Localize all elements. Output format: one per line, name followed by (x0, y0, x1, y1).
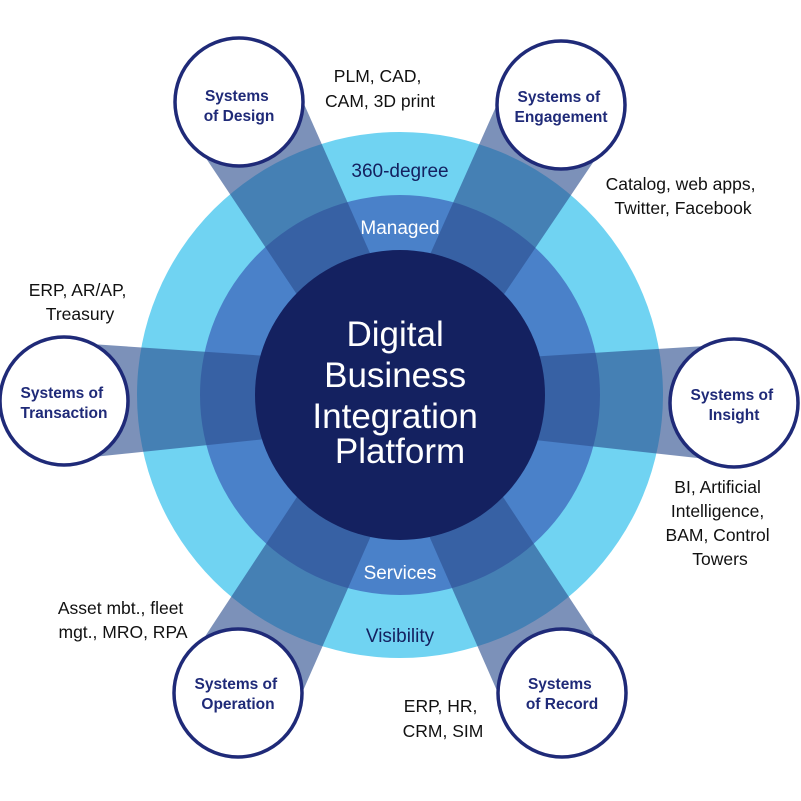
svg-text:Systems of Operation: Systems of Operation (194, 676, 281, 713)
node-systems-of-record: Systems of Record (496, 627, 628, 759)
middle-ring-bottom-label: Services (364, 563, 437, 584)
node-title-line: of Record (526, 696, 598, 713)
center-title-line-4: Platform (335, 432, 465, 471)
annotation-systems-of-record: ERP, HR, CRM, SIM (403, 696, 484, 741)
node-title-line: Operation (201, 696, 274, 713)
node-title-line: Systems of (517, 89, 601, 106)
node-title-line: Engagement (514, 109, 607, 126)
node-title-line: Systems of (194, 676, 278, 693)
svg-text:Systems of Design: Systems of Design (204, 88, 275, 125)
node-circle (173, 36, 305, 168)
outer-ring-top-label: 360-degree (351, 161, 448, 182)
svg-text:Systems of Engagement: Systems of Engagement (514, 89, 607, 126)
node-systems-of-design: Systems of Design (173, 36, 305, 168)
node-systems-of-transaction: Systems of Transaction (0, 335, 130, 467)
center-title-line-2: Business (324, 356, 466, 395)
annotation-systems-of-engagement: Catalog, web apps, Twitter, Facebook (606, 174, 761, 218)
node-systems-of-insight: Systems of Insight (668, 337, 800, 469)
node-title-line: Insight (709, 407, 760, 424)
node-title-line: Transaction (21, 405, 108, 422)
annotation-systems-of-design: PLM, CAD, CAM, 3D print (325, 66, 435, 111)
center-title: Digital Business Integration Platform (312, 315, 487, 471)
center-disc (255, 250, 545, 540)
node-title-line: Systems of (690, 387, 774, 404)
svg-text:Systems of Insight: Systems of Insight (690, 387, 777, 424)
node-circle (172, 627, 304, 759)
center-title-line-3: Integration (312, 397, 477, 436)
node-systems-of-engagement: Systems of Engagement (495, 39, 627, 171)
outer-ring-bottom-label: Visibility (366, 626, 435, 647)
node-circle (0, 335, 130, 467)
node-circle (668, 337, 800, 469)
node-title-line: Systems (205, 88, 269, 105)
node-circle (495, 39, 627, 171)
annotation-systems-of-transaction: ERP, AR/AP, Treasury (29, 280, 131, 324)
node-title-line: Systems (528, 676, 592, 693)
node-systems-of-operation: Systems of Operation (172, 627, 304, 759)
node-circle (496, 627, 628, 759)
svg-text:Systems of Record: Systems of Record (526, 676, 598, 713)
node-title-line: of Design (204, 108, 275, 125)
annotation-systems-of-insight: BI, Artificial Intelligence, BAM, Contro… (666, 477, 775, 569)
center-title-line-1: Digital (347, 315, 444, 354)
middle-ring-top-label: Managed (360, 218, 439, 239)
annotation-systems-of-operation: Asset mbt., fleet mgt., MRO, RPA (58, 598, 188, 642)
node-title-line: Systems of (20, 385, 104, 402)
svg-text:Systems of Transaction: Systems of Transaction (20, 385, 107, 422)
